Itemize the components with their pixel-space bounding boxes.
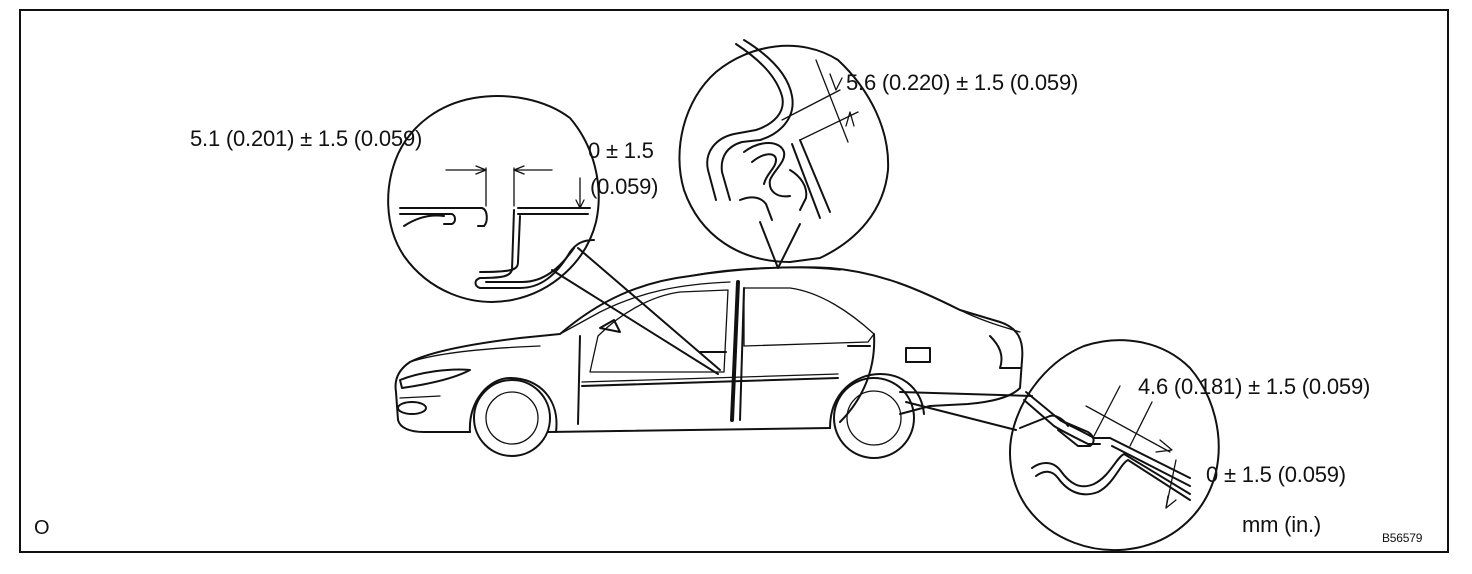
figure-code: B56579 bbox=[1382, 531, 1423, 545]
roof-seam-detail-icon bbox=[678, 39, 890, 263]
roof-gap-label: 5.6 (0.220) ± 1.5 (0.059) bbox=[846, 70, 1079, 95]
front-flush-value-label: 0 ± 1.5 bbox=[588, 138, 654, 163]
units-label: mm (in.) bbox=[1242, 512, 1322, 537]
diagram-frame bbox=[19, 9, 1449, 553]
sedan-side-view-icon bbox=[394, 266, 1024, 459]
rear-door-gap-detail-icon bbox=[1009, 339, 1220, 552]
front-flush-inch-label: (0.059) bbox=[590, 174, 659, 199]
corner-mark: O bbox=[34, 517, 50, 539]
rear-flush-label: 0 ± 1.5 (0.059) bbox=[1206, 462, 1346, 487]
front-door-gap-label: 5.1 (0.201) ± 1.5 (0.059) bbox=[190, 126, 423, 151]
rear-gap-label: 4.6 (0.181) ± 1.5 (0.059) bbox=[1138, 374, 1371, 399]
front-door-gap-detail-icon bbox=[387, 95, 600, 303]
